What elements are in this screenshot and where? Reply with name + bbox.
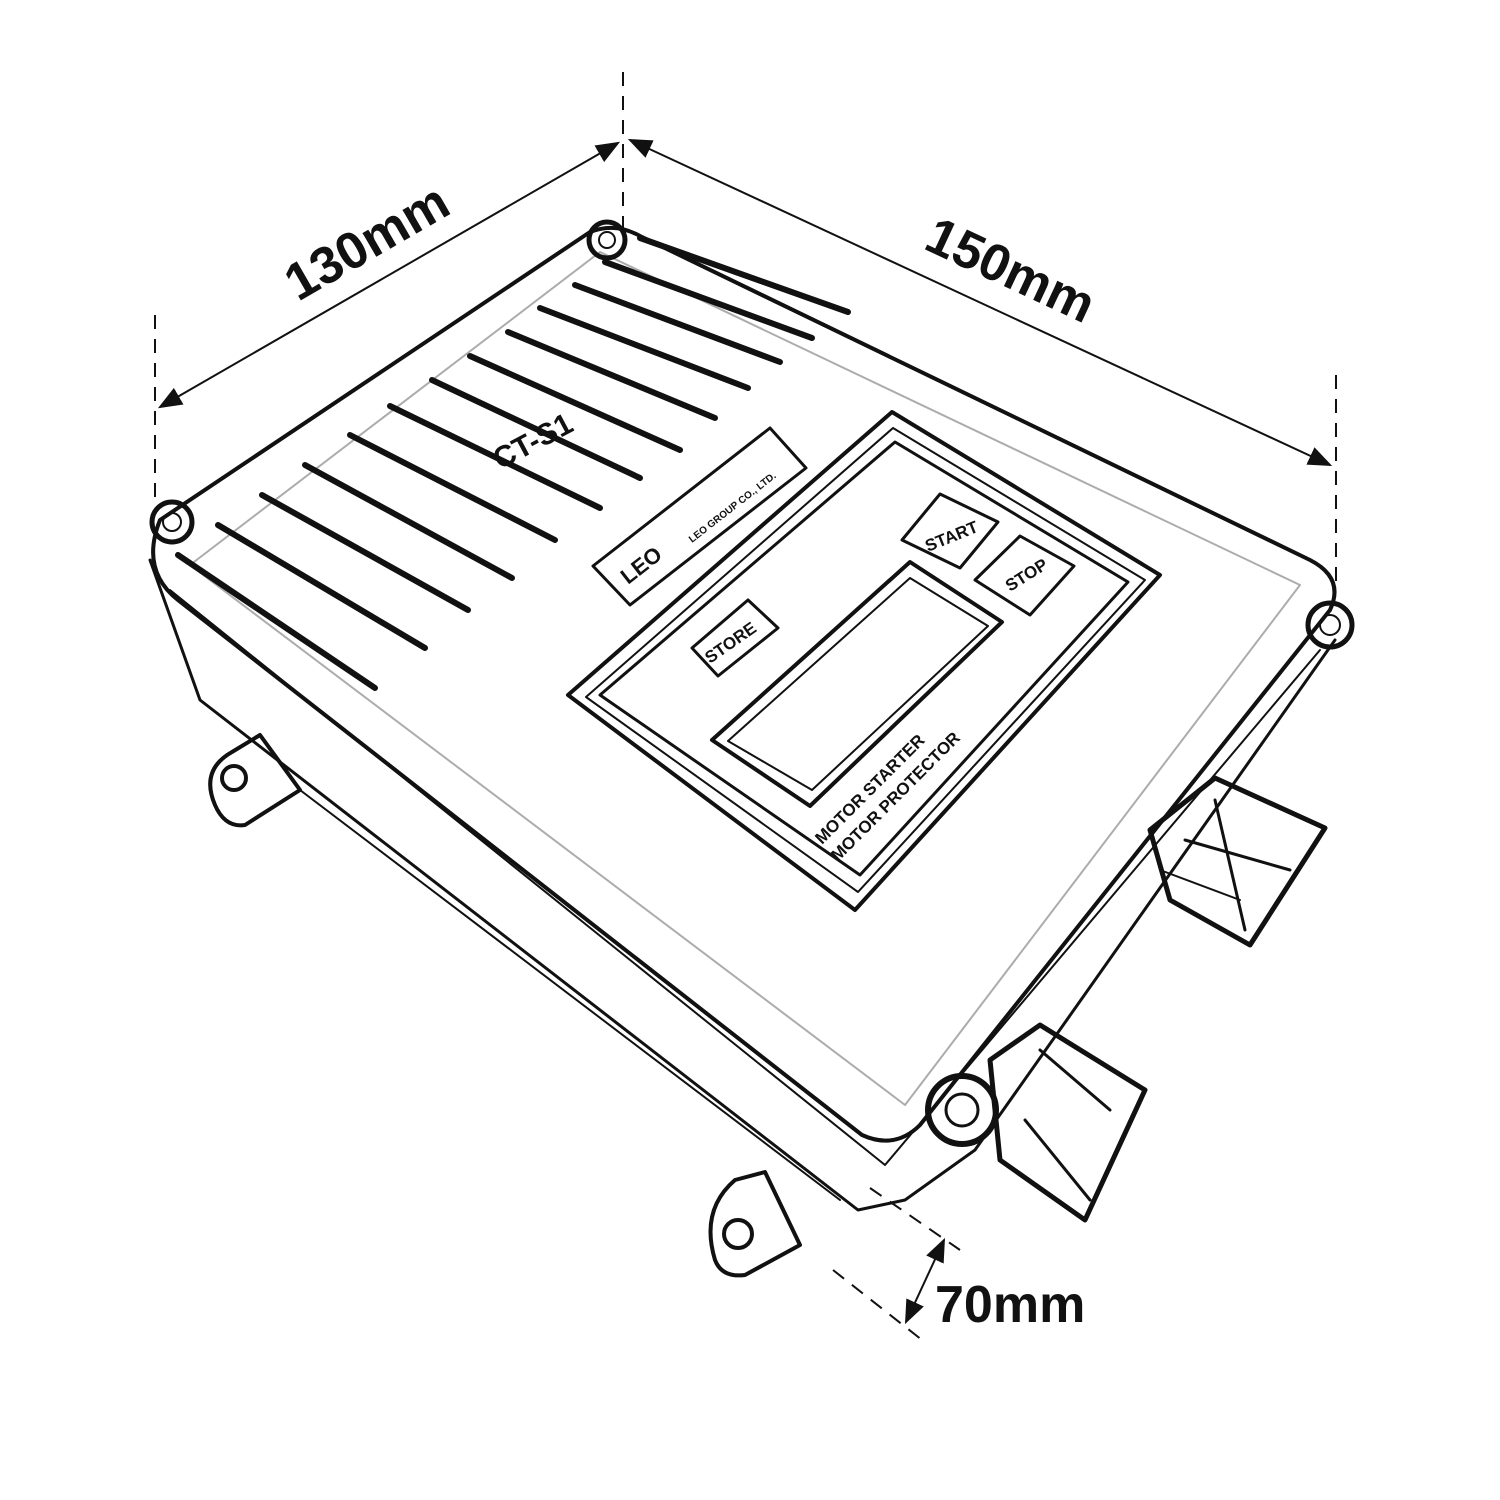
- start-button[interactable]: START: [900, 492, 1000, 570]
- screw-icon: [586, 219, 628, 261]
- start-button-label: START: [922, 517, 981, 556]
- mounting-tab: [708, 1170, 802, 1278]
- height-dimension-label: 70mm: [935, 1276, 1085, 1334]
- store-button-label: STORE: [701, 618, 760, 667]
- length-dimension-label: 150mm: [917, 206, 1104, 334]
- cable-gland: [987, 1022, 1148, 1223]
- screw-icon: [149, 499, 195, 545]
- stop-button[interactable]: STOP: [973, 534, 1076, 617]
- width-dimension-label: 130mm: [275, 173, 459, 313]
- cable-gland: [1147, 775, 1328, 948]
- mounting-tabs: [208, 733, 802, 1278]
- screw-icon: [925, 1073, 999, 1147]
- cooling-fins: [175, 235, 851, 691]
- store-button[interactable]: STORE: [690, 598, 780, 678]
- model-label: CT-S1: [488, 407, 579, 476]
- stop-button-label: STOP: [1002, 555, 1051, 595]
- dimension-lines: [154, 72, 1337, 1341]
- cable-glands: [987, 775, 1328, 1223]
- corner-screws: [149, 219, 1355, 1147]
- lcd-display: [710, 560, 1004, 808]
- mounting-tab: [208, 733, 302, 828]
- control-panel: START STOP STORE MOTOR STARTER MOTOR PRO…: [566, 410, 1162, 912]
- enclosure-body: [148, 225, 1337, 1212]
- screw-icon: [1305, 600, 1355, 650]
